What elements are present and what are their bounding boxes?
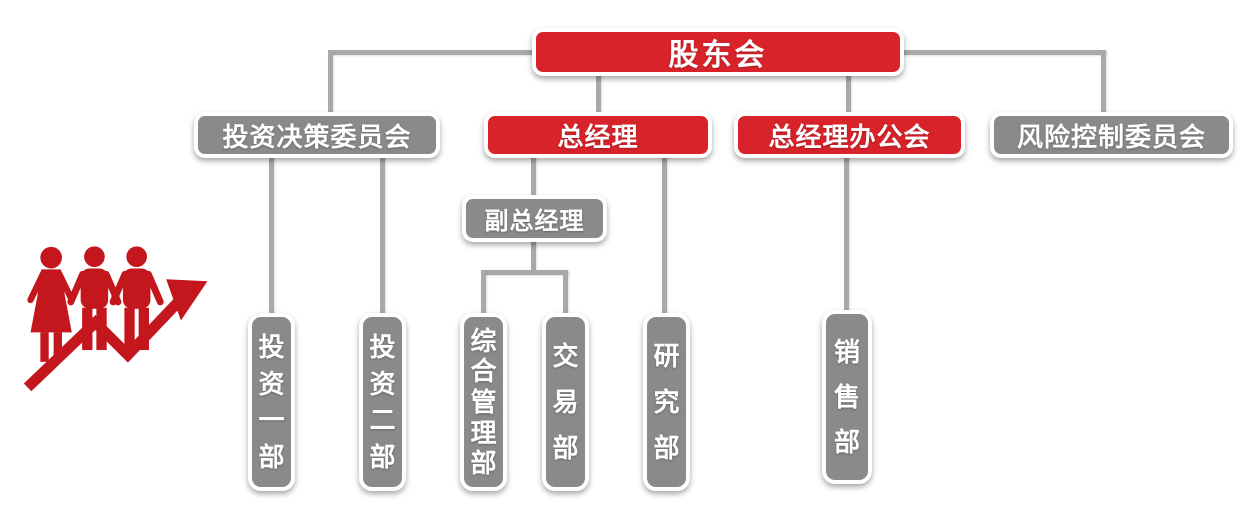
connector-line	[330, 50, 536, 55]
connector-line	[481, 270, 486, 315]
connector-line	[481, 270, 568, 275]
org-node-label: 交易部	[552, 341, 579, 463]
org-node-general-manager: 总经理	[484, 112, 712, 158]
connector-line	[563, 270, 568, 315]
connector-line	[531, 155, 536, 197]
connector-line	[844, 155, 849, 315]
connector-line	[531, 240, 536, 273]
connector-line	[662, 155, 667, 315]
connector-line	[1101, 50, 1106, 113]
connector-line	[596, 74, 601, 113]
connector-line	[380, 155, 385, 315]
org-node-label: 研究部	[653, 341, 680, 463]
org-node-label: 副总经理	[484, 208, 585, 235]
org-node-label: 投资二部	[369, 331, 396, 473]
org-node-sales-dept: 销售部	[822, 310, 872, 484]
org-node-label: 销售部	[833, 337, 860, 457]
org-node-general-management-dept: 综合管理部	[460, 313, 507, 491]
org-node-shareholders-meeting: 股东会	[532, 28, 904, 76]
org-node-investment-decision-committee: 投资决策委员会	[194, 112, 440, 158]
connector-line	[269, 155, 274, 315]
org-node-risk-control-committee: 风险控制委员会	[990, 112, 1233, 158]
org-node-label: 综合管理部	[470, 325, 497, 479]
org-node-investment-dept-2: 投资二部	[359, 313, 406, 491]
connector-line	[900, 50, 1106, 55]
connector-line	[846, 74, 851, 113]
org-node-label: 投资决策委员会	[222, 121, 412, 152]
people-growth-arrow-icon	[18, 237, 218, 409]
org-node-label: 总经理办公会	[768, 121, 931, 152]
org-node-label: 总经理	[557, 121, 639, 152]
org-node-label: 股东会	[668, 39, 768, 72]
org-node-label: 风险控制委员会	[1016, 121, 1206, 152]
org-node-research-dept: 研究部	[643, 313, 690, 491]
connector-line	[328, 50, 333, 113]
org-node-trading-dept: 交易部	[542, 313, 589, 491]
org-node-label: 投资一部	[258, 331, 285, 473]
org-node-investment-dept-1: 投资一部	[248, 313, 295, 491]
org-node-deputy-general-manager: 副总经理	[462, 195, 607, 242]
org-node-gm-office-meeting: 总经理办公会	[734, 112, 965, 158]
